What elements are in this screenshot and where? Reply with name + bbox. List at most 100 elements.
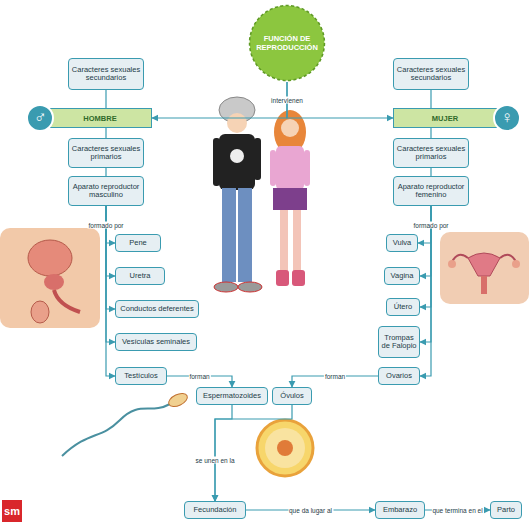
connector-line: [420, 206, 431, 276]
process-box: Parto: [490, 501, 522, 519]
node-text-group: Trompas de Falopio: [381, 334, 417, 351]
node-label: Embarazo: [383, 506, 417, 515]
urethra-shape: [54, 290, 80, 312]
bladder: [28, 240, 72, 276]
node-text-group: Caracteres sexuales primarios: [71, 145, 141, 162]
skin-area: [0, 228, 100, 328]
female-anatomy: [440, 232, 529, 304]
leg: [293, 210, 301, 272]
connector-line: [430, 128, 431, 138]
organ-box: Útero: [386, 298, 420, 316]
ovum-membrane: [257, 420, 313, 476]
girl-figure: [270, 110, 310, 286]
node-text-group: Uretra: [130, 272, 151, 281]
node-text-group: Óvulos: [280, 392, 303, 401]
connector-line: [106, 206, 115, 276]
node-text-group: FUNCIÓN DE REPRODUCCIÓN: [256, 34, 318, 52]
node-text-group: Caracteres sexuales secundarios: [396, 66, 466, 83]
ovum-nucleus: [277, 440, 293, 456]
sex-band: HOMBRE: [48, 108, 152, 128]
arm: [254, 138, 261, 180]
node-label: Caracteres sexuales primarios: [71, 145, 141, 162]
node-text-group: Vesículas seminales: [122, 338, 190, 347]
boot: [292, 270, 305, 286]
arm: [304, 150, 310, 186]
leg: [280, 210, 288, 272]
node-text-group: Vulva: [393, 239, 411, 248]
connector-line: [152, 82, 287, 118]
shoe: [238, 282, 262, 292]
node-text-group: MUJER: [432, 114, 458, 123]
sperm-illustration: [62, 391, 189, 456]
connector-label: formado por: [87, 221, 124, 228]
boot: [276, 270, 289, 286]
organ-box: Vulva: [386, 234, 418, 252]
connector-label: forman: [324, 373, 346, 380]
node-label: Trompas de Falopio: [381, 334, 417, 351]
prostate: [44, 274, 64, 290]
top: [276, 146, 304, 190]
node-text-group: HOMBRE: [83, 114, 116, 123]
sex-band: MUJER: [393, 108, 497, 128]
node-text-group: Aparato reproductor masculino: [71, 183, 141, 200]
organ-box: Trompas de Falopio: [378, 326, 420, 358]
node-label: Vulva: [393, 239, 411, 248]
node-label: Uretra: [130, 272, 151, 281]
node-label: Aparato reproductor femenino: [396, 183, 466, 200]
ovary-shape: [512, 260, 520, 268]
node-label: Parto: [497, 506, 515, 515]
node-text-group: Embarazo: [383, 506, 417, 515]
testis-shape: [31, 301, 49, 323]
arm: [270, 150, 276, 186]
shoe: [214, 282, 238, 292]
ovary-shape: [448, 260, 456, 268]
process-box: Embarazo: [375, 501, 425, 519]
sperm-head: [167, 391, 190, 409]
node-text-group: Conductos deferentes: [120, 305, 193, 314]
concept-box: Caracteres sexuales secundarios: [68, 58, 144, 90]
node-text-group: Útero: [394, 303, 412, 312]
node-label: FUNCIÓN DE REPRODUCCIÓN: [256, 34, 318, 52]
node-text-group: Parto: [497, 506, 515, 515]
male-symbol: ♂: [26, 104, 54, 132]
concept-box: Caracteres sexuales secundarios: [393, 58, 469, 90]
tubes-shape: [452, 255, 516, 262]
concept-box: Caracteres sexuales primarios: [68, 138, 144, 168]
node-label: Caracteres sexuales primarios: [396, 145, 466, 162]
shirt-print: [230, 149, 244, 163]
cell-box: Espermatozoides: [196, 387, 268, 405]
organ-box: Conductos deferentes: [115, 300, 199, 318]
cell-box: Óvulos: [272, 387, 312, 405]
node-label: Pene: [129, 239, 147, 248]
jeans-leg: [222, 188, 236, 282]
publisher-logo: sm: [2, 500, 22, 522]
connector-line: [105, 90, 106, 108]
arm: [213, 138, 220, 186]
process-box: Fecundación: [184, 501, 246, 519]
node-label: Fecundación: [194, 506, 237, 515]
female-symbol: ♀: [493, 104, 521, 132]
connector-line: [430, 168, 431, 176]
skirt: [273, 188, 307, 210]
connector-line: [105, 128, 106, 138]
male-anatomy: [0, 228, 100, 328]
connector-label: que termina en el: [431, 507, 483, 514]
organ-box: Vagina: [384, 267, 420, 285]
node-text-group: Testículos: [124, 372, 157, 381]
node-label: Útero: [394, 303, 412, 312]
boy-figure: [213, 97, 262, 292]
organ-box: Pene: [115, 234, 161, 252]
node-text-group: Fecundación: [194, 506, 237, 515]
jeans-leg: [238, 188, 252, 282]
uterus-shape: [468, 253, 500, 276]
node-label: Vesículas seminales: [122, 338, 190, 347]
node-label: Testículos: [124, 372, 157, 381]
node-label: Vagina: [391, 272, 414, 281]
ovum-cytoplasm: [265, 428, 305, 468]
node-text-group: Aparato reproductor femenino: [396, 183, 466, 200]
node-text-group: Caracteres sexuales primarios: [396, 145, 466, 162]
connector-label: que da lugar al: [288, 507, 333, 514]
node-text-group: Vagina: [391, 272, 414, 281]
node-label: Caracteres sexuales secundarios: [71, 66, 141, 83]
